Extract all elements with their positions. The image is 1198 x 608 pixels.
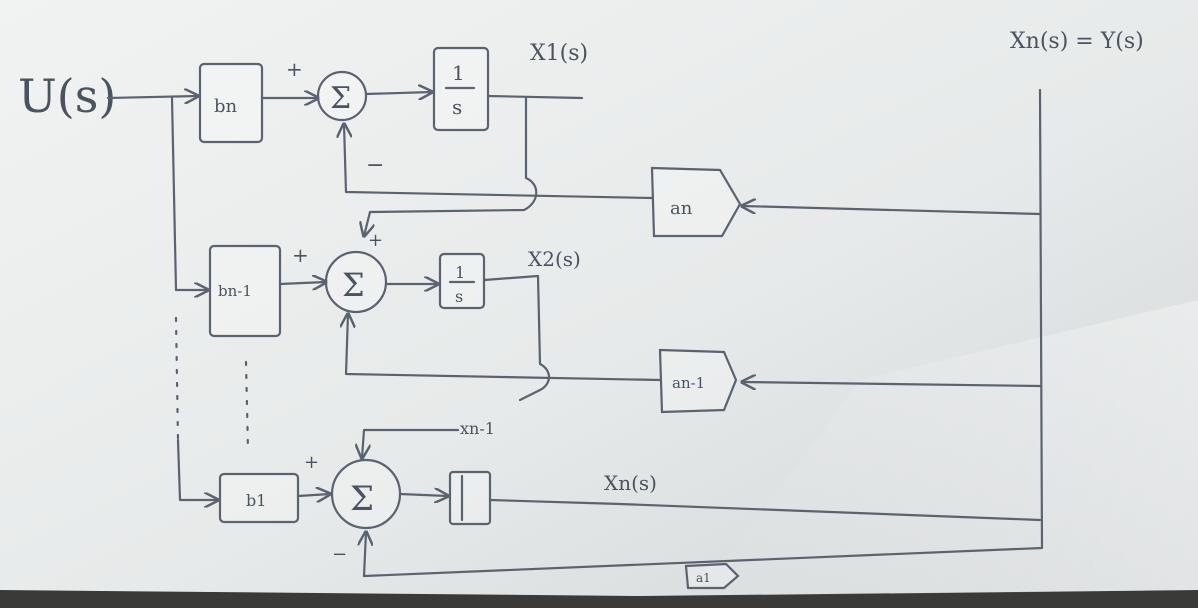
integrator-block-3 xyxy=(450,472,490,524)
int1-denominator: s xyxy=(452,95,462,119)
sum1-minus-sign: − xyxy=(366,153,384,178)
gain-label-bn: bn xyxy=(214,96,238,117)
gain-label-an-1: an-1 xyxy=(672,374,705,392)
gain-label-a1: a1 xyxy=(696,571,711,585)
sum1-plus-sign: + xyxy=(286,57,303,81)
state-label-xn: Xn(s) xyxy=(604,471,657,495)
sum2-plus-left: + xyxy=(292,243,309,267)
state-label-x2: X2(s) xyxy=(528,247,581,271)
int2-numerator: 1 xyxy=(455,263,465,282)
sum3-plus-left: + xyxy=(304,452,319,473)
input-label: U(s) xyxy=(18,69,116,123)
sum2-sigma: Σ xyxy=(342,266,365,304)
state-label-x1: X1(s) xyxy=(530,41,588,66)
gain-label-b1: b1 xyxy=(246,491,266,510)
sum1-sigma: Σ xyxy=(330,81,351,116)
gain-label-an: an xyxy=(670,198,693,219)
sum3-minus-sign: − xyxy=(332,544,347,565)
int1-numerator: 1 xyxy=(452,61,465,85)
state-label-xn-1: xn-1 xyxy=(460,419,495,438)
int2-denominator: s xyxy=(455,287,463,306)
sum3-sigma: Σ xyxy=(350,479,374,519)
sum2-plus-top: + xyxy=(368,230,383,251)
gain-label-bn-1: bn-1 xyxy=(218,282,252,300)
output-label: Xn(s) = Y(s) xyxy=(1010,29,1144,54)
